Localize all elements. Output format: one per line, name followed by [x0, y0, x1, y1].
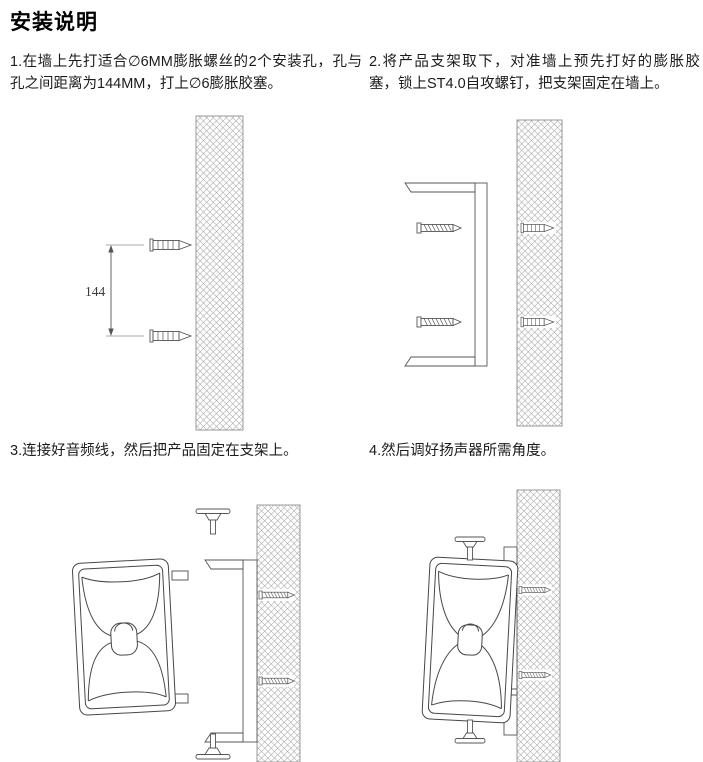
wall-screw-top: [258, 589, 295, 601]
diagram-step4-svg: [421, 489, 561, 762]
mounting-bracket: [404, 182, 488, 367]
diagram-step2-fix-bracket: [395, 108, 580, 438]
expansion-anchor-bottom-icon: [149, 329, 192, 343]
wall-anchor-bottom: [519, 316, 556, 328]
step-2-instruction: 2.将产品支架取下，对准墙上预先打好的膨胀胶塞，锁上ST4.0自攻螺钉，把支架固…: [369, 54, 700, 92]
wall-cross-section: [256, 504, 301, 762]
speaker-box: [71, 558, 177, 716]
dimension-line-144: [106, 244, 144, 337]
diagram-step2-svg: [404, 119, 563, 427]
diagram-step3-attach-speaker: [60, 485, 310, 762]
wall-cross-section: [516, 119, 563, 427]
diagram-step4-adjust-angle: [420, 485, 580, 762]
wall-screw-top: [518, 584, 552, 596]
expansion-anchor-top-icon: [149, 238, 192, 252]
step-4-instruction: 4.然后调好扬声器所需角度。: [369, 443, 556, 459]
self-tapping-screw-top-icon: [416, 222, 462, 234]
page-title: 安装说明: [10, 11, 98, 34]
wall-cross-section: [516, 489, 561, 762]
self-tapping-screw-bottom-icon: [416, 316, 462, 328]
wall-screw-bottom: [518, 669, 552, 681]
wall-anchor-top: [519, 222, 556, 234]
wall-screw-bottom: [258, 675, 295, 687]
wall-cross-section: [195, 115, 244, 431]
diagram-step1-svg: 144: [85, 115, 244, 431]
diagram-step1-drill-holes: 144: [80, 108, 280, 438]
speaker-box: [421, 556, 519, 724]
thumb-screw-top-icon: [195, 508, 231, 535]
thumb-screw-bottom-icon: [454, 719, 486, 744]
thumb-screw-top-icon: [454, 536, 486, 561]
mounting-bracket: [204, 559, 258, 743]
diagram-step3-svg: [71, 504, 301, 762]
step-3-instruction: 3.连接好音频线，然后把产品固定在支架上。: [10, 443, 298, 459]
step-1-instruction: 1.在墙上先打适合∅6MM膨胀螺丝的2个安装孔，孔与孔之间距离为144MM，打上…: [10, 54, 362, 92]
dimension-label: 144: [85, 284, 106, 299]
